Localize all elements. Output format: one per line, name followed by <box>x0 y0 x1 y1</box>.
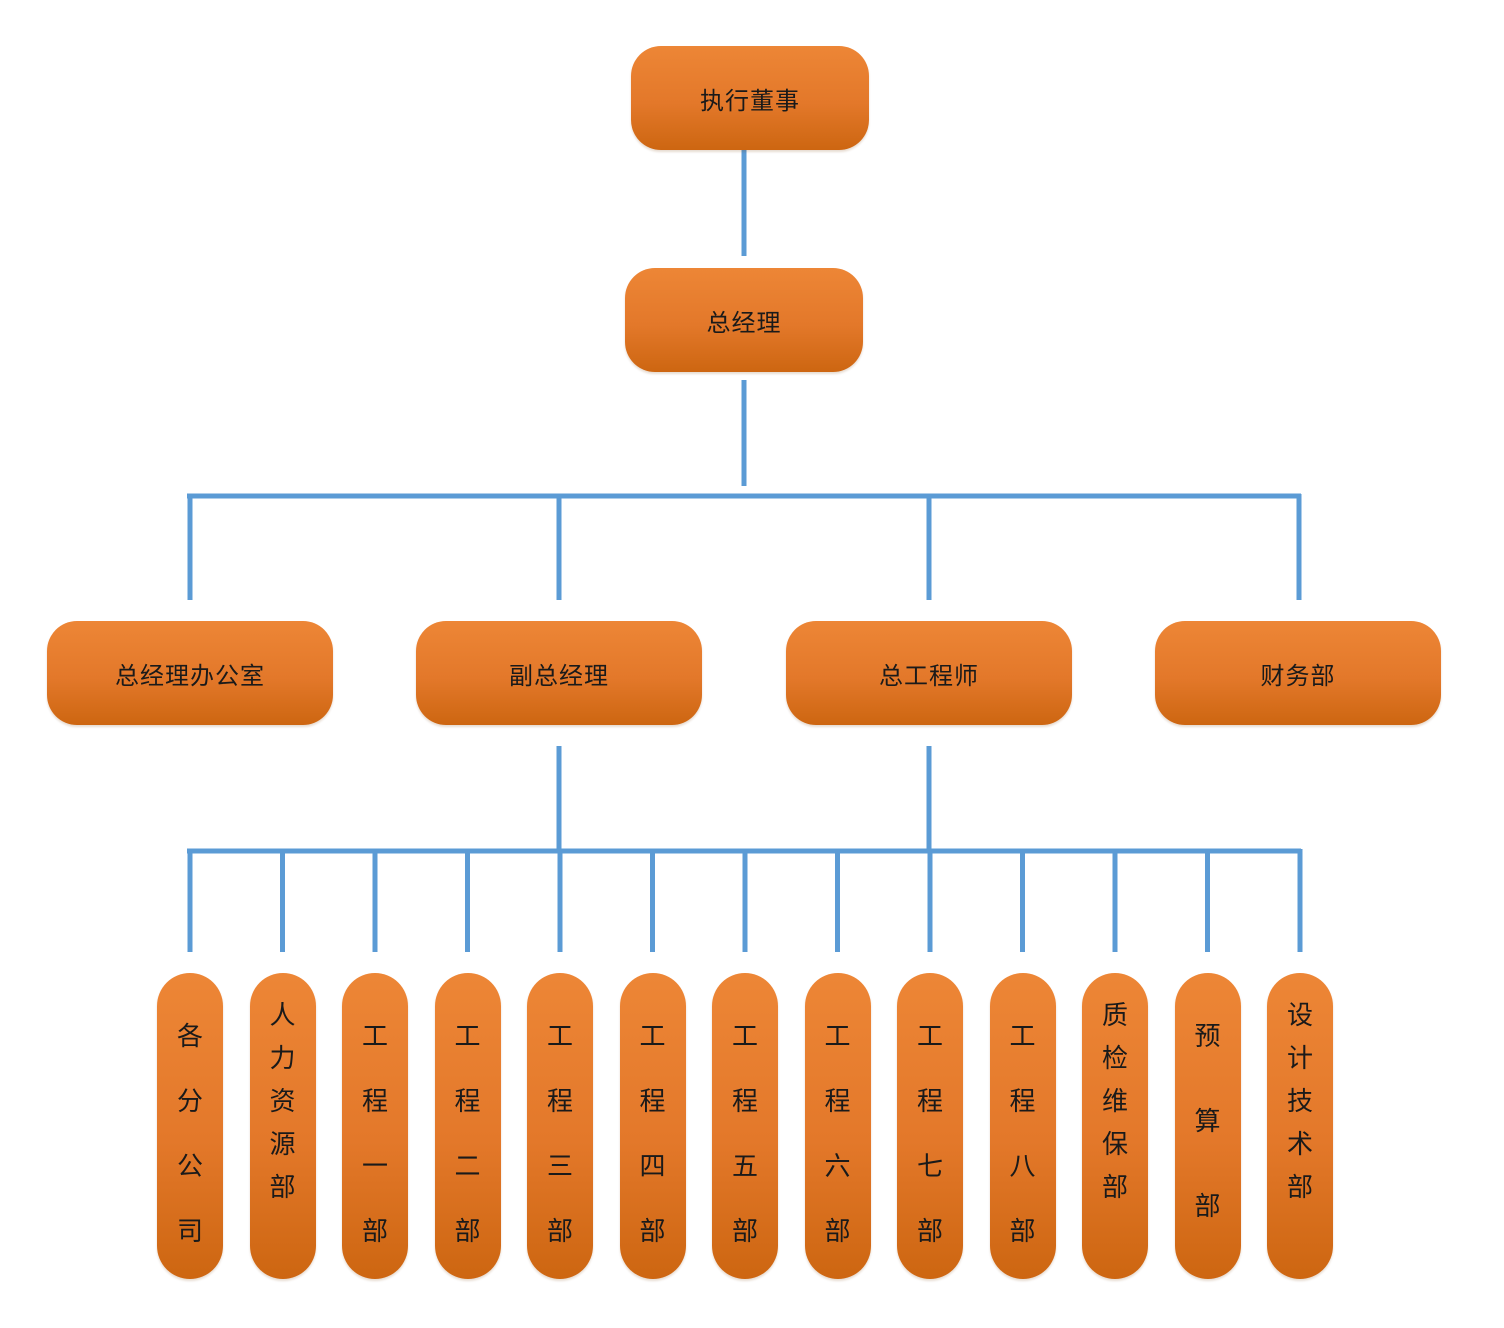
department-box: 工程六部 <box>804 973 871 1279</box>
node-gm-office-label: 总经理办公室 <box>115 661 265 690</box>
department-label-char: 部 <box>639 1217 666 1247</box>
department-label-char: 计 <box>1286 1044 1313 1074</box>
department-label-char: 部 <box>546 1217 573 1247</box>
department-box: 工程四部 <box>619 973 686 1279</box>
department-box: 设计技术部 <box>1267 973 1333 1279</box>
department-label-char: 工 <box>824 1022 851 1052</box>
node-deputy-gm: 副总经理 <box>416 621 702 725</box>
department-label-char: 检 <box>1101 1044 1128 1074</box>
department-box: 工程二部 <box>434 973 501 1279</box>
department-label-char: 部 <box>1009 1217 1036 1247</box>
node-general-manager: 总经理 <box>625 268 863 372</box>
department-box: 工程一部 <box>342 973 408 1279</box>
department-label-char: 质 <box>1101 1001 1128 1031</box>
department-label-char: 一 <box>361 1152 388 1182</box>
department-label-char: 部 <box>1194 1192 1221 1222</box>
department-label-char: 源 <box>269 1130 296 1160</box>
department-label-char: 部 <box>731 1217 758 1247</box>
department-label-char: 算 <box>1194 1107 1221 1137</box>
department-label-char: 技 <box>1286 1087 1313 1117</box>
department-label-char: 程 <box>361 1087 388 1117</box>
department-box: 预算部 <box>1174 973 1241 1279</box>
department-label-char: 七 <box>916 1152 943 1182</box>
department-label-char: 四 <box>639 1152 666 1182</box>
node-deputy-gm-label: 副总经理 <box>509 661 609 690</box>
department-label: 质检维保部 <box>1102 973 1128 1210</box>
department-label: 工程三部 <box>547 973 573 1265</box>
department-label-char: 程 <box>731 1087 758 1117</box>
department-label-char: 工 <box>361 1022 388 1052</box>
department-label-char: 部 <box>824 1217 851 1247</box>
department-label-char: 二 <box>454 1152 481 1182</box>
node-chief-engineer-label: 总工程师 <box>879 661 979 690</box>
department-label-char: 术 <box>1286 1130 1313 1160</box>
department-label-char: 部 <box>1101 1173 1128 1203</box>
department-label-char: 部 <box>1286 1173 1313 1203</box>
department-label-char: 工 <box>639 1022 666 1052</box>
department-label-char: 各 <box>176 1022 203 1052</box>
department-label-char: 保 <box>1101 1130 1128 1160</box>
node-executive-director-label: 执行董事 <box>700 86 800 115</box>
department-label-char: 程 <box>639 1087 666 1117</box>
department-label: 工程八部 <box>1009 973 1035 1265</box>
department-box: 各分公司 <box>157 973 223 1279</box>
department-label-char: 预 <box>1194 1022 1221 1052</box>
department-box: 工程三部 <box>527 973 593 1279</box>
department-label-char: 工 <box>731 1022 758 1052</box>
department-label-char: 公 <box>176 1152 203 1182</box>
department-label-char: 程 <box>546 1087 573 1117</box>
department-label-char: 工 <box>916 1022 943 1052</box>
department-box: 工程五部 <box>712 973 778 1279</box>
department-box: 工程七部 <box>897 973 963 1279</box>
department-label: 各分公司 <box>177 973 203 1265</box>
department-label-char: 五 <box>731 1152 758 1182</box>
department-box: 质检维保部 <box>1082 973 1148 1279</box>
department-label: 人力资源部 <box>269 973 295 1210</box>
department-label-char: 部 <box>361 1217 388 1247</box>
department-label-char: 程 <box>824 1087 851 1117</box>
department-label-char: 工 <box>454 1022 481 1052</box>
department-label-char: 分 <box>176 1087 203 1117</box>
department-label-char: 程 <box>454 1087 481 1117</box>
node-executive-director: 执行董事 <box>631 46 869 150</box>
department-label-char: 部 <box>269 1173 296 1203</box>
node-chief-engineer: 总工程师 <box>786 621 1072 725</box>
department-label-char: 六 <box>824 1152 851 1182</box>
department-label-char: 三 <box>546 1152 573 1182</box>
department-label-char: 八 <box>1009 1152 1036 1182</box>
department-label-char: 司 <box>176 1217 203 1247</box>
department-label-char: 部 <box>916 1217 943 1247</box>
department-label: 预算部 <box>1194 973 1220 1250</box>
node-general-manager-label: 总经理 <box>706 308 782 337</box>
node-finance-dept-label: 财务部 <box>1260 661 1336 690</box>
department-label-char: 人 <box>269 1001 296 1031</box>
department-label-char: 程 <box>1009 1087 1036 1117</box>
department-label-char: 程 <box>916 1087 943 1117</box>
department-label: 工程二部 <box>454 973 480 1265</box>
department-label-char: 部 <box>454 1217 481 1247</box>
department-label-char: 工 <box>1009 1022 1036 1052</box>
department-label: 工程五部 <box>732 973 758 1265</box>
department-box: 工程八部 <box>989 973 1056 1279</box>
department-label: 设计技术部 <box>1287 973 1313 1210</box>
department-label-char: 力 <box>269 1044 296 1074</box>
node-finance-dept: 财务部 <box>1155 621 1441 725</box>
node-gm-office: 总经理办公室 <box>47 621 333 725</box>
department-label: 工程一部 <box>362 973 388 1265</box>
department-label-char: 维 <box>1101 1087 1128 1117</box>
department-label-char: 工 <box>546 1022 573 1052</box>
department-label-char: 设 <box>1286 1001 1313 1031</box>
department-label: 工程七部 <box>917 973 943 1265</box>
department-label: 工程六部 <box>824 973 850 1265</box>
department-label: 工程四部 <box>639 973 665 1265</box>
department-box: 人力资源部 <box>249 973 316 1279</box>
department-label-char: 资 <box>269 1087 296 1117</box>
